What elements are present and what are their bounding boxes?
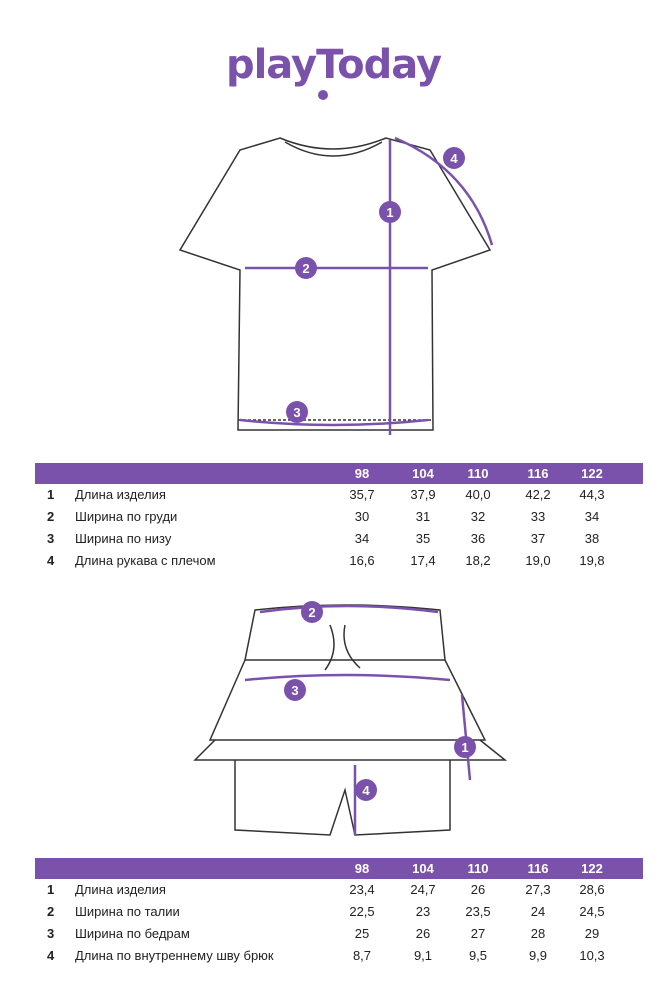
- marker-4: 4: [450, 151, 458, 166]
- logo-dot: [318, 90, 328, 100]
- tshirt-sketch: 1 2 3 4: [178, 136, 494, 435]
- measurement-value: 31: [415, 509, 431, 524]
- measurement-value: 17,4: [410, 553, 436, 568]
- size-header: 122: [581, 861, 603, 876]
- measurement-label: Длина рукава с плечом: [75, 553, 216, 568]
- measurement-value: 27: [470, 926, 486, 941]
- skort-sketch: 1 2 3 4: [193, 601, 508, 836]
- marker-1: 1: [461, 740, 468, 755]
- size-header: 104: [412, 466, 434, 481]
- measurement-value: 23,5: [465, 904, 491, 919]
- measurement-value: 35: [415, 531, 431, 546]
- measurement-value: 27,3: [525, 882, 551, 897]
- measurement-value: 9,1: [413, 948, 433, 963]
- table-header: 98 104 110 116 122: [35, 463, 643, 484]
- measurement-value: 36: [470, 531, 486, 546]
- measurement-value: 9,5: [468, 948, 488, 963]
- measurement-value: 24: [530, 904, 546, 919]
- row-number: 1: [47, 487, 55, 502]
- measurement-value: 19,8: [579, 553, 605, 568]
- measurement-value: 23,4: [349, 882, 375, 897]
- marker-3: 3: [291, 683, 298, 698]
- row-number: 4: [47, 948, 55, 963]
- measurement-value: 32: [470, 509, 486, 524]
- row-number: 4: [47, 553, 55, 568]
- measurement-value: 35,7: [349, 487, 375, 502]
- measurement-value: 22,5: [349, 904, 375, 919]
- size-header: 122: [581, 466, 603, 481]
- tshirt-size-table: 98 104 110 116 122 1 Длина изделия 35,7 37,…: [35, 463, 643, 572]
- marker-4: 4: [362, 783, 370, 798]
- measurement-label: Ширина по бедрам: [75, 926, 190, 941]
- measurement-value: 26: [415, 926, 431, 941]
- measurement-value: 24,5: [579, 904, 605, 919]
- marker-2: 2: [308, 605, 315, 620]
- row-number: 3: [47, 926, 55, 941]
- size-header: 110: [467, 861, 489, 876]
- measurement-label: Ширина по груди: [75, 509, 178, 524]
- measurement-value: 16,6: [349, 553, 375, 568]
- table-row: 2 Ширина по груди 30 31 32 33 34: [35, 506, 643, 528]
- size-header: 116: [527, 861, 549, 876]
- measurement-value: 10,3: [579, 948, 605, 963]
- measurement-value: 28: [530, 926, 546, 941]
- size-header: 104: [412, 861, 434, 876]
- size-header: 98: [354, 466, 370, 481]
- measurement-value: 34: [354, 531, 370, 546]
- row-number: 3: [47, 531, 55, 546]
- table-header: 98 104 110 116 122: [35, 858, 643, 879]
- marker-1: 1: [386, 205, 393, 220]
- skort-size-table: 98 104 110 116 122 1 Длина изделия 23,4 24,…: [35, 858, 643, 967]
- measurement-value: 44,3: [579, 487, 605, 502]
- measurement-value: 37: [530, 531, 546, 546]
- row-number: 2: [47, 509, 55, 524]
- measurement-value: 28,6: [579, 882, 605, 897]
- measurement-value: 37,9: [410, 487, 436, 502]
- measurement-label: Длина изделия: [75, 882, 166, 897]
- measurement-value: 19,0: [525, 553, 551, 568]
- table-row: 4 Длина рукава с плечом 16,6 17,4 18,2 19,0 19…: [35, 550, 643, 572]
- row-number: 1: [47, 882, 55, 897]
- measurement-value: 8,7: [352, 948, 372, 963]
- row-number: 2: [47, 904, 55, 919]
- table-row: 4 Длина по внутреннему шву брюк 8,7 9,1 9,5 9…: [35, 945, 643, 967]
- measurement-value: 18,2: [465, 553, 491, 568]
- table-row: 3 Ширина по бедрам 25 26 27 28 29: [35, 923, 643, 945]
- measurement-value: 33: [530, 509, 546, 524]
- measurement-value: 23: [415, 904, 431, 919]
- marker-2: 2: [302, 261, 309, 276]
- size-header: 98: [354, 861, 370, 876]
- measurement-label: Длина изделия: [75, 487, 166, 502]
- measurement-value: 25: [354, 926, 370, 941]
- measurement-value: 30: [354, 509, 370, 524]
- measurement-value: 26: [470, 882, 486, 897]
- measurement-value: 29: [584, 926, 600, 941]
- table-row: 1 Длина изделия 23,4 24,7 26 27,3 28,6: [35, 879, 643, 901]
- measurement-value: 34: [584, 509, 600, 524]
- measurement-value: 40,0: [465, 487, 491, 502]
- measurement-value: 24,7: [410, 882, 436, 897]
- measurement-value: 9,9: [528, 948, 548, 963]
- size-header: 110: [467, 466, 489, 481]
- marker-3: 3: [293, 405, 300, 420]
- table-row: 3 Ширина по низу 34 35 36 37 38: [35, 528, 643, 550]
- measurement-value: 42,2: [525, 487, 551, 502]
- measurement-value: 38: [584, 531, 600, 546]
- measurement-label: Ширина по низу: [75, 531, 172, 546]
- brand-logo: playToday: [225, 42, 442, 88]
- measurement-label: Ширина по талии: [75, 904, 180, 919]
- size-header: 116: [527, 466, 549, 481]
- table-row: 1 Длина изделия 35,7 37,9 40,0 42,2 44,3: [35, 484, 643, 506]
- table-row: 2 Ширина по талии 22,5 23 23,5 24 24,5: [35, 901, 643, 923]
- measurement-label: Длина по внутреннему шву брюк: [75, 948, 274, 963]
